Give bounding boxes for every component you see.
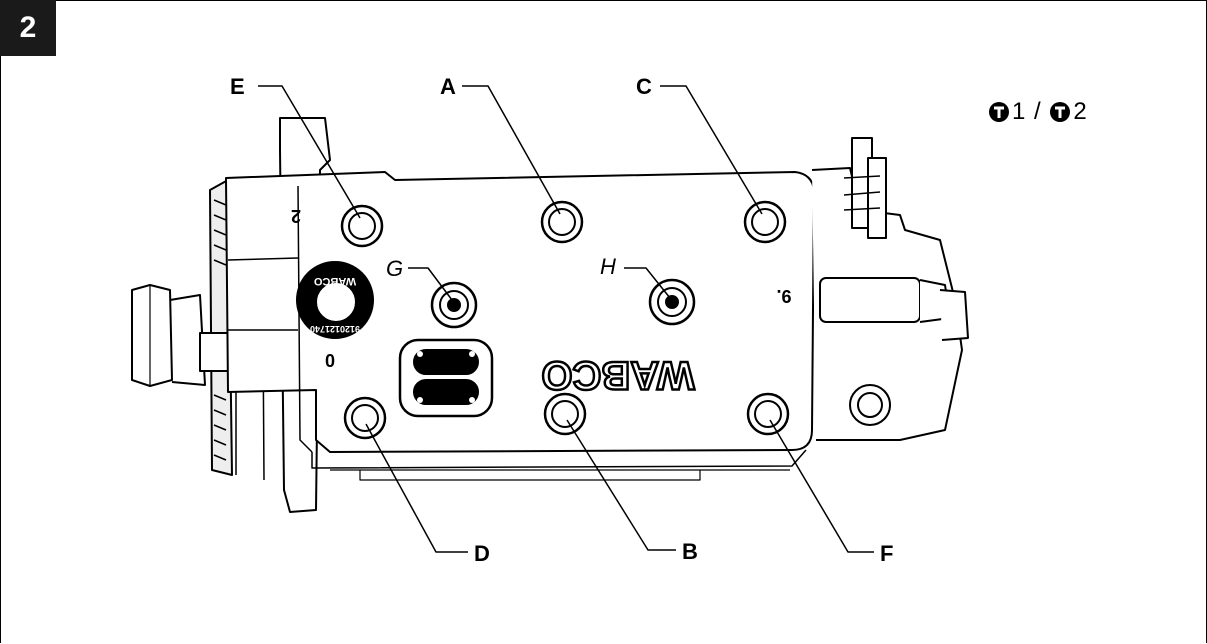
bolt-e bbox=[340, 204, 384, 248]
callout-f: F bbox=[880, 541, 894, 566]
screw-g bbox=[430, 281, 478, 329]
callout-b: B bbox=[682, 539, 698, 564]
torque-value-2: 2 bbox=[1073, 98, 1087, 125]
seal-number: 9120121740 bbox=[310, 324, 360, 334]
callout-a: A bbox=[440, 74, 456, 99]
callout-d: D bbox=[474, 541, 490, 566]
torque-spec-icon bbox=[989, 102, 1009, 122]
bolt-b bbox=[543, 392, 587, 436]
embossed-mark-9b: 9. bbox=[776, 286, 791, 306]
embossed-mark-9a: 9. bbox=[357, 294, 370, 311]
bolt-a bbox=[540, 200, 584, 244]
callout-h: H bbox=[600, 254, 616, 279]
torque-value-1: 1 bbox=[1012, 98, 1026, 125]
wabco-seal bbox=[296, 261, 374, 339]
embossed-mark-2: 2 bbox=[291, 206, 301, 226]
torque-spec-icon bbox=[1050, 102, 1071, 122]
callout-g: G bbox=[386, 256, 404, 281]
cover-plate bbox=[398, 338, 494, 418]
torque-spec: 1 / 2 bbox=[988, 98, 1087, 126]
screw-h bbox=[648, 278, 696, 326]
callout-e: E bbox=[230, 74, 245, 99]
callout-c: C bbox=[636, 74, 652, 99]
torque-separator: / bbox=[1027, 98, 1048, 125]
bolt-d bbox=[343, 396, 387, 440]
bolt-f bbox=[746, 392, 790, 436]
figure-number-badge: 2 bbox=[0, 0, 56, 56]
seal-text: WABCO bbox=[313, 275, 356, 287]
unloader-assembly bbox=[811, 137, 969, 441]
embossed-brand: WABCO bbox=[541, 353, 694, 397]
bolt-c bbox=[743, 200, 787, 244]
leader-lines bbox=[258, 85, 874, 553]
embossed-mark-0: 0 bbox=[325, 350, 335, 370]
